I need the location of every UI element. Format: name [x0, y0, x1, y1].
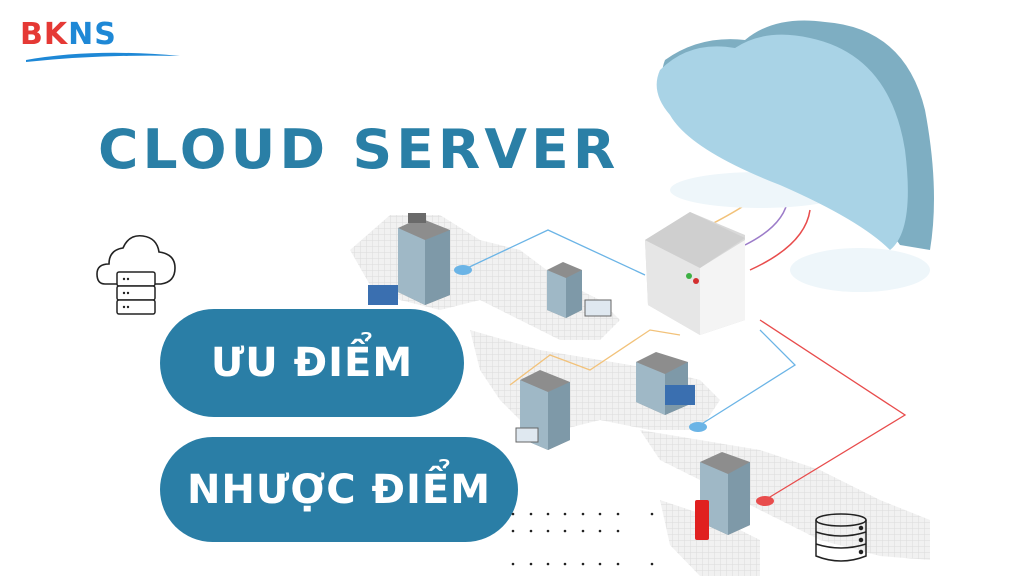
dot-grid-decoration: [511, 512, 654, 566]
database-outline-icon: [815, 513, 867, 562]
logo-swoosh-icon: [26, 52, 180, 62]
advantages-badge: ƯU ĐIỂM: [160, 309, 464, 417]
network-illustration: [350, 20, 934, 576]
disadvantages-badge: NHƯỢC ĐIỂM: [160, 437, 518, 542]
cloud-server-outline-icon: [96, 234, 176, 315]
tablet-icon: [695, 500, 709, 540]
bkns-logo: BKNS: [20, 18, 180, 68]
office-building-icon: [547, 262, 582, 318]
page-title: CLOUD SERVER: [98, 118, 620, 181]
laptop-icon: [515, 427, 539, 443]
logo-text-ns: NS: [68, 17, 117, 52]
monitor-icon: [368, 285, 398, 305]
office-building-icon: [700, 452, 750, 535]
logo-text-bk: BK: [20, 17, 69, 52]
cloud-3d-icon: [656, 20, 934, 292]
server-box-icon: [645, 212, 745, 335]
monitor-icon: [665, 385, 695, 405]
laptop-icon: [584, 299, 612, 317]
office-building-icon: [398, 213, 450, 305]
